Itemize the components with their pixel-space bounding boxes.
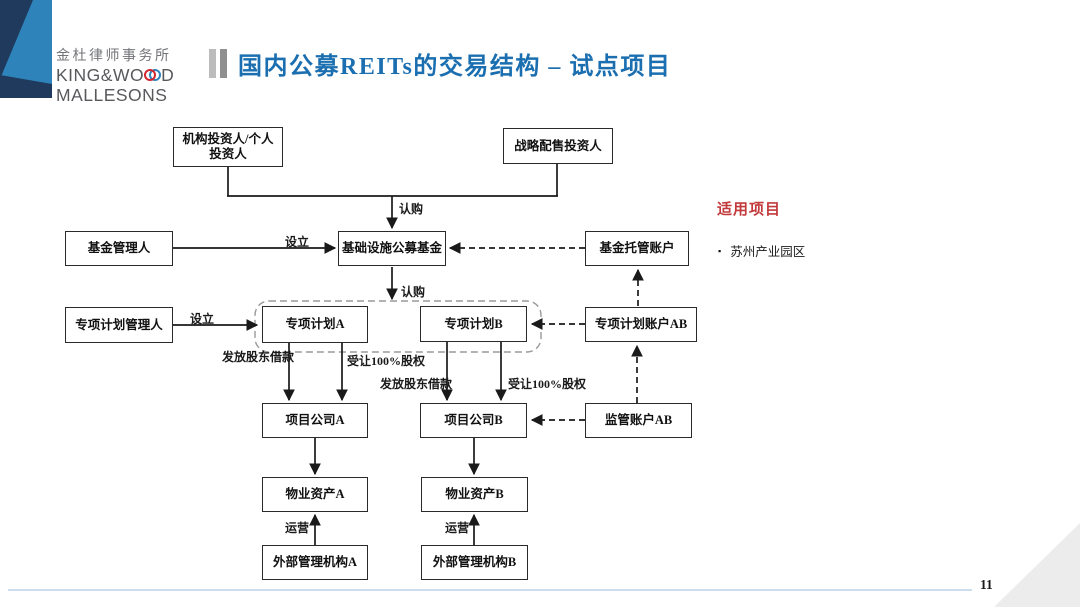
edge-label-shareholder-loan-b: 发放股东借款 bbox=[380, 377, 453, 391]
node-supervision-account-ab: 监管账户AB bbox=[585, 403, 692, 438]
node-property-asset-a: 物业资产A bbox=[262, 477, 368, 512]
node-fund-custody-account: 基金托管账户 bbox=[585, 231, 689, 266]
title-block: 国内公募REITs的交易结构 – 试点项目 bbox=[209, 46, 671, 81]
side-panel-heading: 适用项目 bbox=[717, 202, 782, 218]
page-title: 国内公募REITs的交易结构 – 试点项目 bbox=[238, 54, 672, 80]
logo-triangle-blue bbox=[0, 0, 52, 86]
node-project-company-b: 项目公司B bbox=[420, 403, 527, 438]
logo-en-line2: MALLESONS bbox=[56, 84, 168, 105]
title-accent-bar bbox=[220, 49, 227, 78]
node-special-plan-b: 专项计划B bbox=[420, 306, 527, 342]
node-infrastructure-public-fund: 基础设施公募基金 bbox=[338, 231, 446, 266]
solid-connectors bbox=[173, 164, 558, 545]
node-plan-manager: 专项计划管理人 bbox=[65, 307, 173, 343]
node-institutional-individual-investor: 机构投资人/个人 投资人 bbox=[173, 127, 283, 167]
logo-en-pre: KING&WO bbox=[56, 65, 145, 85]
node-project-company-a: 项目公司A bbox=[262, 403, 368, 438]
edge-label-operate-a: 运营 bbox=[285, 521, 310, 535]
edge-label-equity-transfer-a: 受让100%股权 bbox=[347, 354, 426, 368]
node-property-asset-b: 物业资产B bbox=[421, 477, 528, 512]
node-special-plan-a: 专项计划A bbox=[262, 306, 368, 343]
logo-cn-text: 金杜律师事务所 bbox=[56, 47, 172, 63]
red-ring-icon bbox=[144, 69, 157, 81]
title-accent-bar bbox=[209, 49, 216, 78]
edge-label-shareholder-loan-a: 发放股东借款 bbox=[222, 350, 295, 364]
side-panel-item-label: 苏州产业园区 bbox=[730, 245, 806, 259]
edge-label-equity-transfer-b: 受让100%股权 bbox=[508, 377, 587, 391]
bullet-icon: ▪ bbox=[718, 245, 722, 256]
logo-text: 金杜律师事务所 KING&WO D MALLESONS bbox=[56, 45, 174, 104]
edge-label-operate-b: 运营 bbox=[445, 521, 470, 535]
node-special-plan-account-ab: 专项计划账户AB bbox=[585, 307, 697, 342]
node-strategic-investor: 战略配售投资人 bbox=[503, 128, 613, 164]
logo-base-navy bbox=[0, 75, 52, 98]
kwm-logo-mark bbox=[0, 0, 52, 98]
page-number: 11 bbox=[980, 577, 993, 592]
edge-label-establish-fund: 设立 bbox=[285, 235, 310, 249]
node-external-manager-a: 外部管理机构A bbox=[262, 545, 368, 580]
edge-label-establish-plan: 设立 bbox=[190, 312, 215, 326]
edge-label-subscribe-top: 认购 bbox=[399, 202, 424, 216]
logo-triangle-navy bbox=[0, 0, 33, 79]
dashed-connectors bbox=[448, 242, 644, 426]
logo-double-o-icon bbox=[144, 69, 162, 82]
footer-divider bbox=[8, 589, 972, 591]
side-panel-item: ▪ 苏州产业园区 bbox=[718, 241, 805, 260]
edge-label-subscribe-plan: 认购 bbox=[401, 285, 426, 299]
logo-en-line1: KING&WO D bbox=[56, 65, 175, 85]
node-external-manager-b: 外部管理机构B bbox=[421, 545, 528, 580]
node-fund-manager: 基金管理人 bbox=[65, 231, 173, 266]
logo-en-post: D bbox=[161, 65, 175, 85]
